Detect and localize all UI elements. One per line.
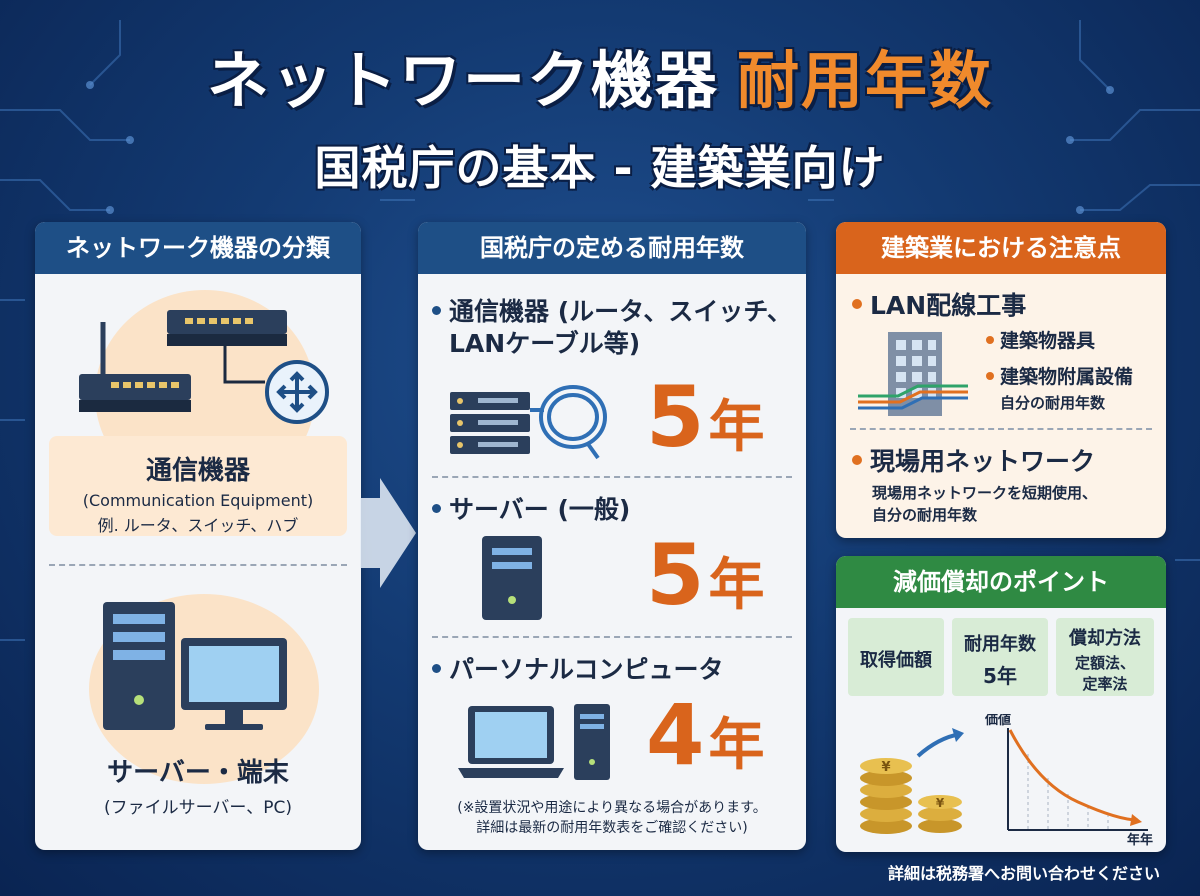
divider (850, 428, 1152, 430)
classification-header: ネットワーク機器の分類 (35, 222, 361, 274)
note-line-1: (※設置状況や用途により異なる場合があります。 (457, 800, 767, 816)
pc-years: 4年 (646, 686, 765, 784)
useful-life-cell: 耐用年数 5年 (952, 618, 1048, 696)
divider (432, 476, 792, 478)
chart-x-label: 年年 (1127, 832, 1153, 846)
arrow-right-icon (360, 478, 416, 588)
note-line-2: 詳細は最新の耐用年数表をご確認ください) (476, 820, 748, 836)
disclaimer-note: (※設置状況や用途により異なる場合があります。 詳細は最新の耐用年数表をご確認く… (428, 798, 796, 838)
method-cell: 償却方法 定額法、 定率法 (1056, 618, 1154, 696)
useful-life-panel: 国税庁の定める耐用年数 通信機器 (ルータ、スイッチ、 LANケーブル等) 5年… (418, 222, 806, 850)
comm-item-label-1: 通信機器 (ルータ、スイッチ、 (449, 297, 792, 326)
server-item-label: サーバー (一般) (449, 495, 631, 524)
arrow-icon (916, 732, 961, 758)
divider (432, 636, 792, 638)
site-network-desc-2: 自分の耐用年数 (872, 506, 978, 524)
comm-equipment-years: 5年 (646, 368, 765, 466)
sub-title: 国税庁の基本 - 建築業向け (314, 141, 886, 195)
main-title-text: ネットワーク機器 (206, 44, 719, 117)
comm-equipment-box: 通信機器 (Communication Equipment) 例. ルータ、スイ… (49, 436, 347, 536)
depreciation-panel: 減価償却のポイント 取得価額 耐用年数 5年 償却方法 定額法、 定率法 ¥ (836, 556, 1166, 852)
main-title-accent: 耐用年数 (737, 44, 994, 117)
server-item: サーバー (一般) (432, 494, 630, 526)
building-icon (858, 332, 968, 416)
server-terminal-subtitle: (ファイルサーバー、PC) (103, 798, 293, 818)
comm-equipment-item: 通信機器 (ルータ、スイッチ、 LANケーブル等) (432, 296, 792, 360)
building-fixtures-item: 建築物器具 (986, 326, 1095, 353)
comm-equipment-examples: 例. ルータ、スイッチ、ハブ (97, 516, 299, 535)
laptop-pc-icon (458, 704, 610, 780)
site-network-title: 現場用ネットワーク (852, 442, 1095, 478)
construction-notes-header: 建築業における注意点 (836, 222, 1166, 274)
pc-item: パーソナルコンピュータ (432, 654, 724, 686)
server-terminal-title: サーバー・端末 (107, 758, 289, 788)
site-network-desc-1: 現場用ネットワークを短期使用、 (872, 484, 1098, 502)
depreciation-header: 減価償却のポイント (836, 556, 1166, 608)
comm-item-label-2: LANケーブル等) (449, 329, 641, 358)
main-title: ネットワーク機器耐用年数 (0, 30, 1200, 120)
building-equipment-note: 自分の耐用年数 (1000, 394, 1106, 412)
pc-item-label: パーソナルコンピュータ (449, 655, 724, 684)
building-equipment-item: 建築物附属設備 (986, 362, 1133, 389)
chart-y-label: 価値 (984, 714, 1011, 728)
router-switch-icon (79, 310, 329, 424)
construction-notes-panel: 建築業における注意点 LAN配線工事 建築物器具 建築物附属設備 自分の耐用年数 (836, 222, 1166, 538)
useful-life-header: 国税庁の定める耐用年数 (418, 222, 806, 274)
coin-symbol: ¥ (881, 760, 890, 775)
classification-panel: ネットワーク機器の分類 通信機器 (Communication Equipmen… (35, 222, 361, 850)
rack-cable-icon (450, 385, 607, 460)
footer-text: 詳細は税務署へお問い合わせください (887, 864, 1160, 883)
divider (49, 564, 347, 566)
depreciation-graphic: ¥ ¥ 価値 年年 (860, 714, 1153, 846)
server-terminal-label: サーバー・端末 (ファイルサーバー、PC) (49, 752, 347, 818)
coin-symbol: ¥ (936, 796, 945, 810)
comm-equipment-title: 通信機器 (145, 456, 250, 486)
coin-stack-icon: ¥ ¥ (860, 758, 962, 834)
server-tower-icon (482, 536, 542, 620)
acquisition-cost-cell: 取得価額 (848, 618, 944, 696)
comm-equipment-subtitle: (Communication Equipment) (82, 491, 314, 510)
lan-wiring-title: LAN配線工事 (852, 286, 1026, 322)
server-pc-icon (103, 602, 287, 730)
server-years: 5年 (646, 526, 765, 624)
